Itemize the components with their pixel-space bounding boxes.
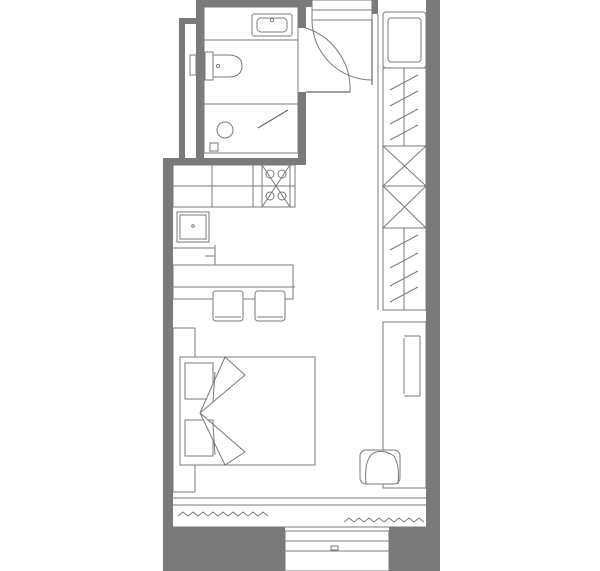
- shower-glass-panel: [257, 109, 289, 129]
- wall-right: [426, 0, 440, 571]
- kitchen: [172, 164, 296, 322]
- pillow: [184, 362, 214, 400]
- bar-stool: [254, 290, 286, 322]
- refrigerator: [176, 211, 210, 243]
- radiator: [343, 517, 425, 523]
- wall-bottom-right: [389, 527, 440, 571]
- wall-shaft-outer: [179, 18, 185, 160]
- wall-bath-left: [196, 0, 204, 160]
- wardrobe: [377, 11, 427, 311]
- facade: [173, 497, 426, 571]
- entrance-door: [311, 0, 373, 85]
- hob: [261, 164, 291, 208]
- balcony-door: [284, 530, 390, 571]
- wall-entrance-right: [372, 0, 378, 14]
- wall-left: [163, 158, 173, 571]
- bathroom: [189, 6, 351, 154]
- bathroom-door: [305, 27, 351, 93]
- wall-kitchen-top: [163, 158, 306, 165]
- desk-chair: [359, 449, 401, 485]
- desk: [382, 321, 427, 489]
- bar-stool: [212, 290, 244, 322]
- wardrobe-top-box: [382, 11, 427, 69]
- wall-hung-element: [189, 54, 197, 76]
- bathroom-sink: [251, 13, 293, 37]
- walls: [163, 0, 440, 571]
- wall-shaft-top: [179, 18, 201, 24]
- toilet: [204, 51, 243, 81]
- shower-drain: [216, 121, 234, 139]
- radiator: [177, 511, 269, 517]
- kitchen-sink: [173, 245, 216, 265]
- shower-valve: [209, 142, 219, 152]
- wall-bath-right-a: [298, 0, 306, 28]
- wall-bath-top: [196, 0, 312, 7]
- wall-bottom-left: [163, 527, 285, 571]
- double-bed: [172, 327, 316, 493]
- bathroom-floor-outline: [203, 6, 299, 154]
- wall-bath-right-b: [298, 92, 306, 164]
